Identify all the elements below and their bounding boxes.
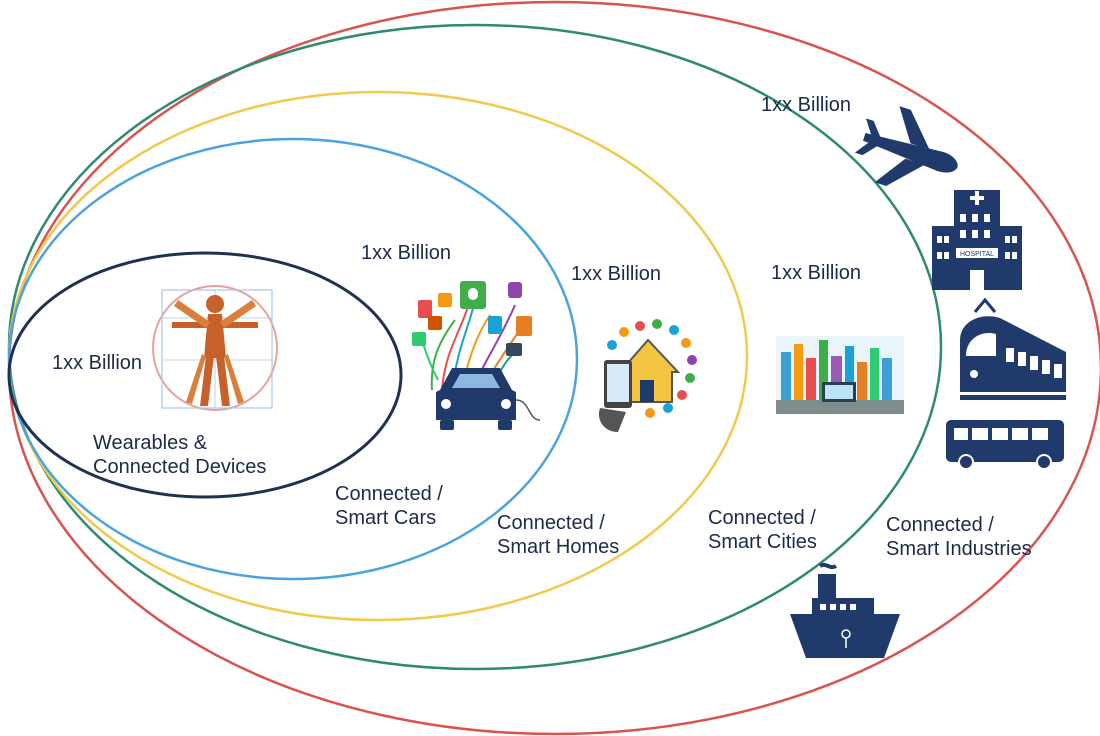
- label-wearables-line2: Connected Devices: [93, 456, 267, 478]
- label-industries-line1: Connected /: [886, 514, 994, 536]
- count-wearables: 1xx Billion: [52, 352, 143, 374]
- label-wearables-line1: Wearables &: [93, 432, 208, 454]
- count-industries: 1xx Billion: [761, 94, 852, 116]
- count-cars: 1xx Billion: [361, 242, 452, 264]
- label-homes: Connected / Smart Homes: [497, 511, 619, 559]
- hospital-icon: HOSPITAL: [932, 190, 1022, 290]
- ring-industries: [7, 0, 1100, 736]
- label-cities: Connected / Smart Cities: [708, 506, 817, 554]
- smart-city-icon: [776, 336, 904, 414]
- smart-home-icon: [598, 319, 697, 432]
- label-cities-line1: Connected /: [708, 507, 816, 529]
- ring-wearables: [7, 251, 403, 499]
- label-cars-line1: Connected /: [335, 483, 443, 505]
- label-wearables: Wearables & Connected Devices: [93, 431, 266, 479]
- label-industries: Connected / Smart Industries: [886, 513, 1032, 561]
- count-homes: 1xx Billion: [571, 263, 662, 285]
- label-industries-line2: Smart Industries: [886, 538, 1032, 560]
- label-homes-line1: Connected /: [497, 512, 605, 534]
- label-cars: Connected / Smart Cars: [335, 482, 443, 530]
- label-homes-line2: Smart Homes: [497, 536, 620, 558]
- ring-cars: [7, 137, 579, 581]
- count-cities: 1xx Billion: [771, 262, 862, 284]
- label-cars-line2: Smart Cars: [335, 507, 437, 529]
- train-icon: [960, 297, 1066, 400]
- hospital-sign: HOSPITAL: [960, 251, 994, 258]
- airplane-icon: [854, 106, 958, 186]
- label-cities-line2: Smart Cities: [708, 531, 817, 553]
- vitruvian-man-icon: [152, 285, 278, 411]
- connected-car-icon: [412, 281, 541, 430]
- bus-icon: [946, 420, 1064, 470]
- ship-icon: [790, 562, 900, 658]
